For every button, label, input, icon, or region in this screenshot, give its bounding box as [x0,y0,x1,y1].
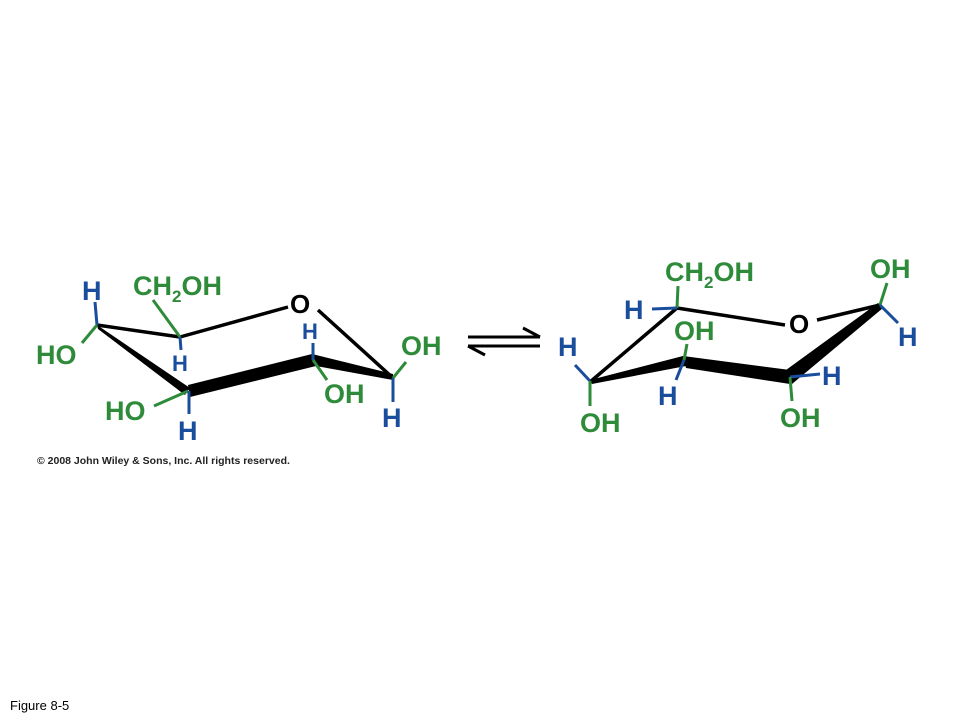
left-chair-labels: CH2OH O H HO H HO H H OH OH H [36,271,442,446]
left-c3-ho-bond [153,389,189,408]
forward-arrow-barb [522,326,541,339]
right-ring-bond [676,306,786,327]
right-c4-h-bond [573,363,592,383]
right-ch2oh-bond [675,285,680,309]
left-c4-h-bond [93,301,99,326]
figure-caption: Figure 8-5 [10,698,70,713]
right-bold-bond [683,356,790,384]
right-c2-oh-bond [788,376,794,402]
right-c3-h-label: H [658,381,678,411]
right-c5-h-label: H [624,295,644,325]
left-ch2oh-bond [151,299,182,338]
equilibrium-arrows [467,326,541,357]
right-c1-h-bond [878,303,900,325]
left-ring-bond [316,308,395,380]
right-ring-oxygen: O [789,309,809,339]
right-c5-h-bond [651,306,678,311]
right-c4-h-label: H [558,332,578,362]
left-chair-structure [80,299,408,414]
right-c4-oh-label: OH [580,408,621,438]
right-chair-structure [573,282,900,406]
right-c1-h-label: H [898,322,918,352]
left-ring-bond [179,305,289,339]
copyright-notice: © 2008 John Wiley & Sons, Inc. All right… [37,455,290,467]
right-c1-oh-label: OH [870,254,911,284]
left-c1-h-label: H [382,403,402,433]
left-ch2oh-suffix: OH [181,271,222,301]
left-ch2oh-prefix: CH [133,271,172,301]
left-c4-h-label: H [82,276,102,306]
right-c3-oh-label: OH [674,316,715,346]
right-ch2oh-subscript: 2 [704,273,713,292]
left-ch2oh-label: CH2OH [133,271,222,306]
right-ch2oh-prefix: CH [665,257,704,287]
right-wedge-bond [786,303,883,384]
right-chair-labels: CH2OH O OH H H OH H OH H H OH [558,254,918,438]
right-c2-h-label: H [822,361,842,391]
right-ch2oh-suffix: OH [713,257,754,287]
right-c2-h-bond [789,372,821,379]
right-wedge-bond [590,356,686,384]
left-bold-bond [188,354,316,397]
left-c5-h-label: H [172,351,188,376]
left-c3-h-label: H [178,416,198,446]
left-c2-h-label: H [302,319,318,344]
left-wedge-bond [97,325,190,395]
left-ring-bond [96,323,181,339]
left-ch2oh-subscript: 2 [172,287,181,306]
left-c2-oh-bond [311,359,329,381]
right-c3-h-bond [674,359,686,381]
right-ring-bond [588,306,679,384]
left-c2-oh-label: OH [324,379,365,409]
right-ring-bond [816,303,881,322]
left-c1-oh-label: OH [401,331,442,361]
right-c3-oh-bond [682,343,689,361]
right-c2-oh-label: OH [780,403,821,433]
right-c1-oh-bond [878,282,889,306]
left-c4-ho-label: HO [36,340,77,370]
reverse-arrow-barb [467,344,486,357]
left-c5-h-bond [178,336,183,351]
left-c3-ho-label: HO [105,396,146,426]
left-wedge-bond [312,354,393,380]
left-c1-oh-bond [391,361,408,379]
right-ch2oh-label: CH2OH [665,257,754,292]
left-c4-ho-bond [80,324,99,344]
left-ring-oxygen: O [290,289,310,319]
